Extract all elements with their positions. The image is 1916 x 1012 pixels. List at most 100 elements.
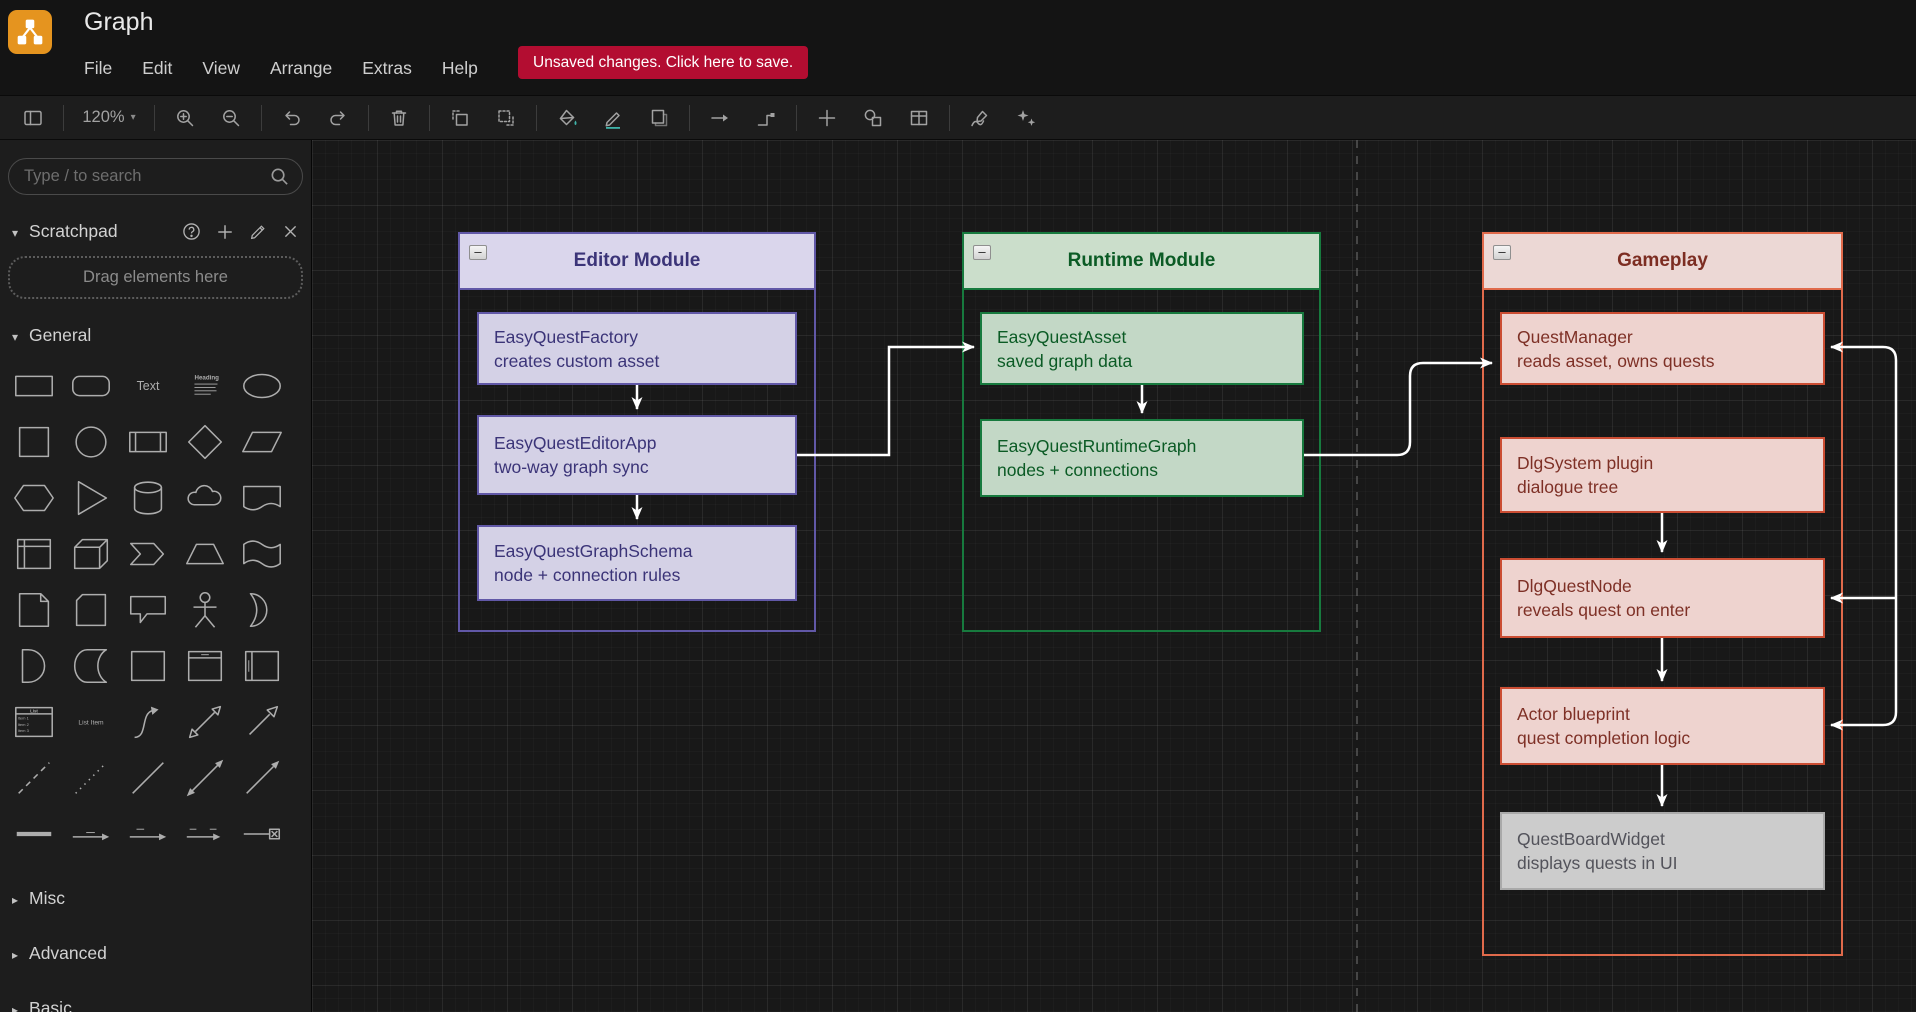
shape-directional-connector[interactable] [233, 750, 290, 806]
format-panel-toggle-icon[interactable] [10, 100, 56, 136]
zoom-out-icon[interactable] [208, 100, 254, 136]
zoom-in-icon[interactable] [162, 100, 208, 136]
shape-dashed-line[interactable] [5, 750, 62, 806]
scratchpad-section-header[interactable]: Scratchpad [12, 221, 299, 242]
container-runtime-module[interactable]: Runtime Module [962, 232, 1321, 632]
shape-tape[interactable] [233, 526, 290, 582]
undo-icon[interactable] [269, 100, 315, 136]
collapse-icon[interactable] [469, 245, 487, 260]
shape-and[interactable] [5, 638, 62, 694]
collapse-icon[interactable] [973, 245, 991, 260]
shape-rounded-rectangle[interactable] [62, 358, 119, 414]
advanced-section-header[interactable]: Advanced [12, 943, 299, 964]
container-editor-module[interactable]: Editor Module [458, 232, 816, 632]
shape-text[interactable]: Text [119, 358, 176, 414]
shape-parallelogram[interactable] [233, 414, 290, 470]
shape-bidirectional-connector[interactable] [176, 750, 233, 806]
shape-callout[interactable] [119, 582, 176, 638]
shape-note[interactable] [5, 582, 62, 638]
table-icon[interactable] [896, 100, 942, 136]
shape-hexagon[interactable] [5, 470, 62, 526]
shape-or[interactable] [233, 582, 290, 638]
to-back-icon[interactable] [483, 100, 529, 136]
edge-runtimegraph-to-questmanager[interactable] [1304, 357, 1493, 457]
shape-square[interactable] [5, 414, 62, 470]
edge-questmanager-actorblueprint-loop[interactable] [1830, 341, 1898, 731]
freehand-icon[interactable] [957, 100, 1003, 136]
shape-horizontal-container[interactable] [233, 638, 290, 694]
sparkles-icon[interactable] [1003, 100, 1049, 136]
shape-dotted-line[interactable] [62, 750, 119, 806]
menu-file[interactable]: File [84, 58, 113, 78]
to-front-icon[interactable] [437, 100, 483, 136]
shape-rectangle[interactable] [5, 358, 62, 414]
waypoints-icon[interactable] [743, 100, 789, 136]
misc-section-header[interactable]: Misc [12, 888, 299, 909]
shape-process[interactable] [119, 414, 176, 470]
shape-link[interactable] [5, 806, 62, 862]
zoom-level-dropdown[interactable]: 120%▾ [82, 108, 136, 126]
edge-editorapp-to-asset[interactable] [797, 341, 975, 457]
container-gameplay[interactable]: Gameplay [1482, 232, 1843, 956]
delete-icon[interactable] [376, 100, 422, 136]
line-color-icon[interactable] [590, 100, 636, 136]
search-input[interactable] [8, 158, 303, 195]
shape-ellipse[interactable] [233, 358, 290, 414]
help-icon[interactable] [182, 222, 201, 241]
shape-labeled-arrow-2[interactable] [119, 806, 176, 862]
search-icon[interactable] [269, 166, 290, 192]
shape-textbox[interactable]: Heading [176, 358, 233, 414]
shape-circle[interactable] [62, 414, 119, 470]
shape-trapezoid[interactable] [176, 526, 233, 582]
basic-section-header[interactable]: Basic [12, 998, 299, 1012]
shape-step[interactable] [119, 526, 176, 582]
drawio-logo-icon[interactable] [8, 10, 52, 54]
collapse-icon[interactable] [1493, 245, 1511, 260]
menu-extras[interactable]: Extras [362, 58, 412, 78]
shape-container[interactable] [119, 638, 176, 694]
shape-diamond[interactable] [176, 414, 233, 470]
shape-curve[interactable] [119, 694, 176, 750]
insert-icon[interactable] [804, 100, 850, 136]
shape-cloud[interactable] [176, 470, 233, 526]
shape-card[interactable] [62, 582, 119, 638]
menu-view[interactable]: View [202, 58, 240, 78]
shape-cylinder[interactable] [119, 470, 176, 526]
shape-actor[interactable] [176, 582, 233, 638]
close-icon[interactable] [282, 223, 299, 240]
shape-labeled-arrow-3[interactable] [176, 806, 233, 862]
shape-data-storage[interactable] [62, 638, 119, 694]
add-icon[interactable] [216, 223, 234, 241]
connection-icon[interactable] [697, 100, 743, 136]
redo-icon[interactable] [315, 100, 361, 136]
unsaved-changes-button[interactable]: Unsaved changes. Click here to save. [518, 46, 809, 79]
shape-labeled-arrow[interactable] [62, 806, 119, 862]
shape-terminated-arrow[interactable] [233, 806, 290, 862]
menu-arrange[interactable]: Arrange [269, 58, 333, 78]
shape-arrow[interactable] [233, 694, 290, 750]
shape-vertical-container[interactable] [176, 638, 233, 694]
shadow-icon[interactable] [636, 100, 682, 136]
shape-list-item[interactable]: List Item [62, 694, 119, 750]
general-section-header[interactable]: General [12, 325, 299, 346]
menu-edit[interactable]: Edit [142, 58, 173, 78]
container-header[interactable]: Gameplay [1484, 234, 1841, 290]
insert-shape-icon[interactable] [850, 100, 896, 136]
shape-triangle[interactable] [62, 470, 119, 526]
shape-cube[interactable] [62, 526, 119, 582]
scratchpad-dropzone[interactable]: Drag elements here [8, 256, 303, 299]
menu-help[interactable]: Help [441, 58, 478, 78]
shape-internal-storage[interactable] [5, 526, 62, 582]
